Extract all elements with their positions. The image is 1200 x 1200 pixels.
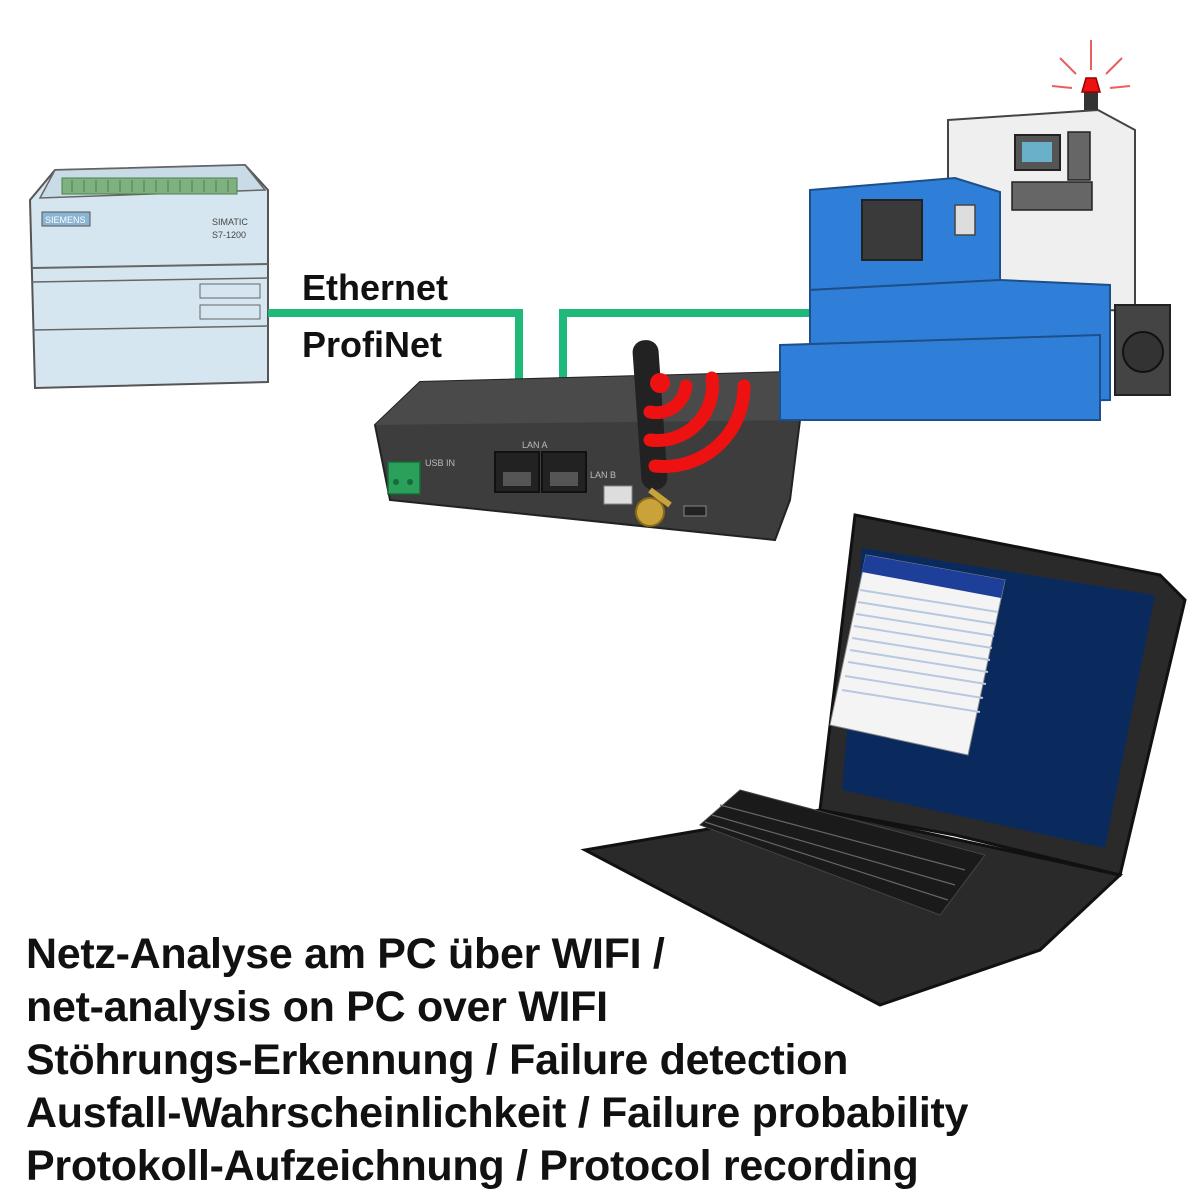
router-port-b: LAN B	[590, 470, 616, 480]
caption-list: Netz-Analyse am PC über WIFI / net-analy…	[26, 928, 968, 1193]
router-port-a: LAN A	[522, 440, 548, 450]
caption-line: Protokoll-Aufzeichnung / Protocol record…	[26, 1142, 919, 1190]
plc-brand: SIEMENS	[45, 215, 86, 225]
profinet-label: ProfiNet	[302, 324, 442, 365]
warning-beacon-icon	[1051, 40, 1131, 110]
caption-line: net-analysis on PC over WIFI	[26, 983, 608, 1031]
router-icon: LAN A LAN B USB IN	[373, 340, 802, 542]
caption-line: Stöhrungs-Erkennung / Failure detection	[26, 1036, 849, 1084]
plc-icon: SIEMENS SIMATIC S7-1200	[28, 163, 269, 390]
laptop-icon	[580, 513, 1187, 1007]
wifi-signal-icon	[643, 371, 751, 473]
plc-model-line2: S7-1200	[212, 230, 246, 240]
router-usb: USB IN	[425, 458, 455, 468]
caption-line: Ausfall-Wahrscheinlichkeit / Failure pro…	[26, 1089, 969, 1137]
caption-line: Netz-Analyse am PC über WIFI /	[26, 930, 665, 978]
plc-model-line1: SIMATIC	[212, 217, 248, 227]
cnc-machine-icon	[779, 108, 1171, 421]
ethernet-label: Ethernet	[302, 267, 448, 308]
analyzer-window	[829, 554, 1006, 756]
